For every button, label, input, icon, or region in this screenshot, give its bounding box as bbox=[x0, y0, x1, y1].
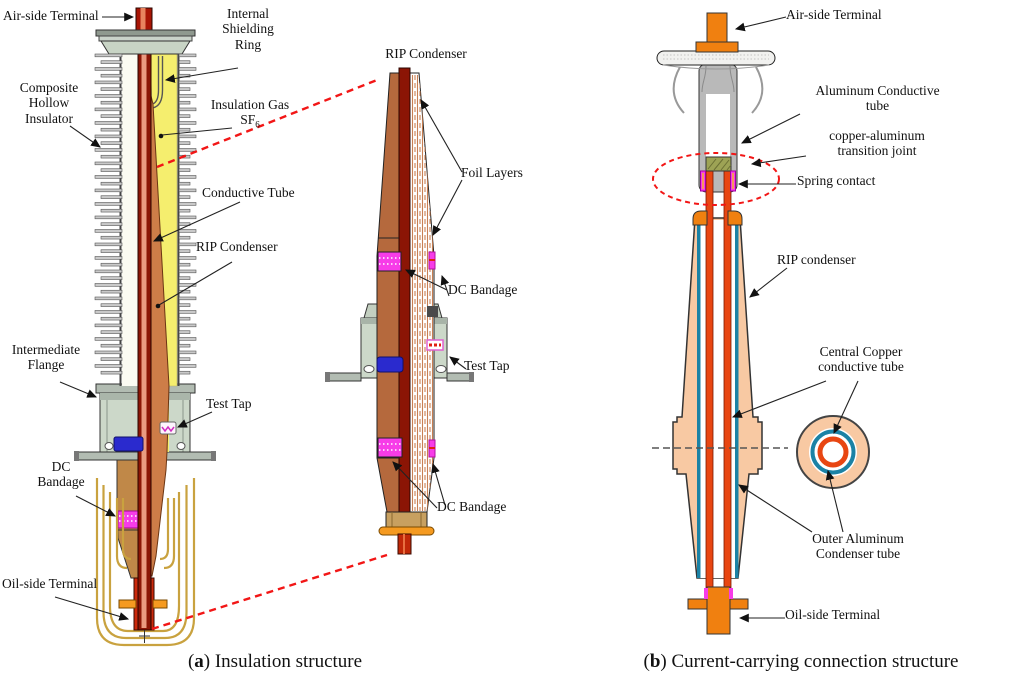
leader-transition-joint bbox=[750, 155, 807, 168]
leader-intermediate-flange bbox=[59, 381, 98, 398]
caption-a-text: ) Insulation structure bbox=[203, 651, 363, 672]
cross-section-view bbox=[796, 415, 870, 489]
label-copper-aluminum-transition-joint: copper-aluminum transition joint bbox=[829, 128, 925, 159]
zoom-central-tube bbox=[398, 67, 411, 555]
label-test-tap-zoom: Test Tap bbox=[464, 358, 510, 373]
leader-foil-layers-lower bbox=[432, 179, 463, 236]
caption-a-marker: a bbox=[194, 651, 204, 672]
caption-a: (a) Insulation structure bbox=[140, 651, 410, 673]
label-composite-hollow-insulator: Composite Hollow Insulator bbox=[19, 80, 79, 126]
label-test-tap-a: Test Tap bbox=[206, 396, 252, 411]
leader-dc-bandage-lower-2 bbox=[431, 462, 446, 506]
leader-dc-bandage-upper-2 bbox=[440, 274, 450, 297]
caption-b-open: ( bbox=[643, 651, 650, 672]
label-rip-condenser-b: RIP condenser bbox=[777, 252, 856, 267]
label-conductive-tube: Conductive Tube bbox=[202, 185, 295, 200]
copper-tube-right-wall bbox=[723, 167, 732, 589]
outer-aluminum-tube-left bbox=[697, 222, 701, 578]
leader-insulation-gas bbox=[161, 127, 233, 136]
dc-bandage-zoom-lower bbox=[377, 437, 403, 458]
terminal-dome-disc bbox=[656, 50, 776, 66]
label-air-side-terminal-b: Air-side Terminal bbox=[786, 7, 882, 22]
leaders-b bbox=[731, 16, 859, 623]
leader-test-tap-zoom bbox=[449, 356, 467, 370]
leader-dc-bandage-lower-1 bbox=[392, 461, 438, 509]
leader-oil-side-terminal-a bbox=[54, 596, 130, 621]
label-oil-side-terminal-a: Oil-side Terminal bbox=[2, 576, 98, 591]
leader-rip-condenser-a bbox=[158, 261, 233, 306]
connection-b-drawing bbox=[652, 12, 870, 635]
label-rip-condenser-zoom-title: RIP Condenser bbox=[385, 46, 467, 61]
label-aluminum-conductive-tube: Aluminum Conductive tube bbox=[815, 83, 940, 114]
dc-bandage-zoom-upper bbox=[377, 251, 402, 272]
caption-b-text: ) Current-carrying connection structure bbox=[660, 651, 959, 672]
caption-a-open: ( bbox=[187, 651, 195, 672]
internal-shielding-ring-shape bbox=[152, 56, 164, 109]
label-spring-contact: Spring contact bbox=[797, 173, 876, 188]
label-internal-shielding-ring: Internal Shielding Ring bbox=[222, 6, 274, 52]
caption-b-marker: b bbox=[649, 651, 661, 672]
leader-dc-bandage-a bbox=[75, 495, 116, 517]
leader-central-copper-2 bbox=[833, 380, 859, 434]
label-dc-bandage-upper: DC Bandage bbox=[448, 282, 518, 297]
rip-condenser-zoom-drawing bbox=[325, 67, 474, 555]
leader-conductive-tube bbox=[152, 201, 241, 242]
label-central-copper-conductive-tube: Central Copper conductive tube bbox=[818, 344, 904, 375]
corona-shield-gold bbox=[95, 478, 196, 647]
leader-outer-aluminum-2 bbox=[825, 469, 844, 533]
bushing-a-drawing bbox=[74, 7, 216, 647]
insulation-gas-subscript: 6 bbox=[255, 119, 260, 130]
label-intermediate-flange: Intermediate Flange bbox=[11, 342, 81, 373]
leader-foil-layers-upper bbox=[420, 99, 463, 173]
zoom-connector-dashes bbox=[151, 78, 388, 631]
leader-air-side-terminal-b bbox=[734, 16, 787, 32]
insulator-fins bbox=[94, 53, 197, 375]
label-foil-layers: Foil Layers bbox=[461, 165, 523, 180]
leader-aluminum-tube bbox=[741, 113, 801, 144]
caption-b: (b) Current-carrying connection structur… bbox=[578, 651, 1024, 673]
leader-rip-condenser-b bbox=[749, 267, 788, 298]
air-terminal-b-shape bbox=[706, 12, 728, 45]
outer-aluminum-tube-right bbox=[735, 222, 739, 578]
label-dc-bandage-lower: DC Bandage bbox=[437, 499, 507, 514]
leader-test-tap-a bbox=[176, 411, 213, 428]
label-air-side-terminal-a: Air-side Terminal bbox=[3, 8, 99, 23]
leader-internal-shielding-ring bbox=[164, 67, 239, 83]
label-rip-condenser-a: RIP Condenser bbox=[196, 239, 278, 254]
label-oil-side-terminal-b: Oil-side Terminal bbox=[785, 607, 881, 622]
label-outer-aluminum-condenser-tube: Outer Aluminum Condenser tube bbox=[812, 531, 904, 562]
leader-dc-bandage-upper-1 bbox=[405, 269, 448, 291]
leader-outer-aluminum-1 bbox=[738, 484, 813, 533]
leader-composite-insulator bbox=[69, 125, 101, 148]
insulation-gas-line: Insulation Gas bbox=[210, 97, 290, 112]
oil-terminal-b-shape bbox=[706, 586, 731, 635]
insulation-gas-symbol: SF bbox=[240, 112, 256, 128]
leaders-a bbox=[54, 12, 241, 621]
joint-highlight-ellipse bbox=[652, 152, 780, 206]
label-dc-bandage-a: DC Bandage bbox=[37, 459, 85, 490]
copper-tube-left-wall bbox=[705, 167, 714, 589]
leader-central-copper-1 bbox=[731, 380, 827, 418]
leaders-zoom bbox=[392, 99, 467, 509]
